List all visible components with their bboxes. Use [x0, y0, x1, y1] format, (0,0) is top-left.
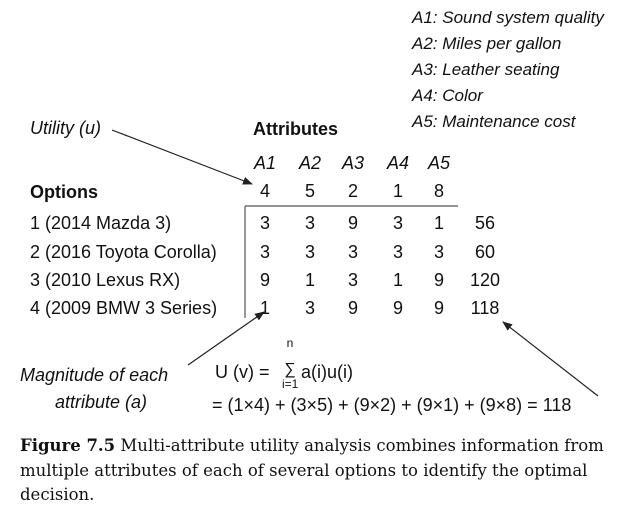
utility-value: 4	[259, 181, 270, 201]
total-arrow	[502, 321, 599, 397]
option-total-utility: 118	[470, 298, 500, 318]
option-name: 1 (2014 Mazda 3)	[30, 213, 172, 233]
sum-lower-limit: i=1	[282, 377, 299, 391]
attribute-score: 3	[433, 242, 444, 262]
caption-text: Multi-attribute utility analysis combine…	[20, 436, 604, 504]
legend-item: A1: Sound system quality	[412, 8, 604, 27]
utility-arrow	[111, 129, 253, 185]
magnitude-label-line2: attribute (a)	[55, 392, 148, 412]
attribute-score: 3	[304, 242, 315, 262]
formula-expansion: = (1×4) + (3×5) + (9×2) + (9×1) + (9×8) …	[212, 395, 572, 415]
option-name: 3 (2010 Lexus RX)	[30, 270, 181, 290]
magnitude-label-line1: Magnitude of each	[20, 365, 169, 385]
attributes-heading: Attributes	[253, 119, 338, 139]
attribute-score: 9	[347, 213, 358, 233]
option-total-utility: 120	[469, 270, 501, 290]
option-total-utility: 56	[474, 213, 496, 233]
attribute-score: 9	[259, 270, 270, 290]
attribute-column-header: A1	[253, 153, 277, 173]
figure-label: Figure 7.5	[20, 436, 116, 455]
attribute-score: 1	[304, 270, 315, 290]
legend-item: A5: Maintenance cost	[412, 112, 576, 131]
attribute-score: 3	[392, 213, 403, 233]
attribute-score: 3	[259, 242, 270, 262]
attribute-score: 1	[259, 298, 270, 318]
options-heading: Options	[30, 182, 98, 202]
legend-item: A2: Miles per gallon	[412, 34, 562, 53]
attribute-score: 3	[259, 213, 270, 233]
attribute-score: 3	[392, 242, 403, 262]
sum-upper-limit: n	[286, 336, 294, 350]
option-name: 2 (2016 Toyota Corolla)	[30, 242, 217, 262]
figure-caption: Figure 7.5 Multi-attribute utility analy…	[20, 434, 620, 508]
attribute-column-header: A5	[427, 153, 451, 173]
formula-rhs: a(i)u(i)	[301, 362, 353, 382]
utility-value: 2	[347, 181, 358, 201]
attribute-column-header: A4	[386, 153, 410, 173]
sum-symbol: ∑	[284, 361, 296, 378]
attribute-column-header: A3	[341, 153, 365, 173]
attribute-score: 9	[433, 270, 444, 290]
utility-value: 1	[392, 181, 403, 201]
option-total-utility: 60	[474, 242, 496, 262]
attribute-score: 3	[304, 298, 315, 318]
attribute-score: 3	[347, 270, 358, 290]
utility-label: Utility (u)	[30, 118, 101, 138]
attribute-score: 9	[392, 298, 403, 318]
attribute-column-header: A2	[298, 153, 322, 173]
attribute-score: 9	[347, 298, 358, 318]
attribute-score: 3	[347, 242, 358, 262]
attribute-score: 1	[392, 270, 403, 290]
attribute-score: 3	[304, 213, 315, 233]
legend-item: A4: Color	[412, 86, 483, 105]
attribute-score: 1	[433, 213, 444, 233]
legend-item: A3: Leather seating	[412, 60, 560, 79]
utility-value: 8	[433, 181, 444, 201]
option-name: 4 (2009 BMW 3 Series)	[30, 298, 218, 318]
magnitude-arrow	[187, 311, 265, 366]
attribute-score: 9	[433, 298, 444, 318]
utility-value: 5	[304, 181, 315, 201]
formula-lhs: U (v) =	[215, 362, 270, 382]
